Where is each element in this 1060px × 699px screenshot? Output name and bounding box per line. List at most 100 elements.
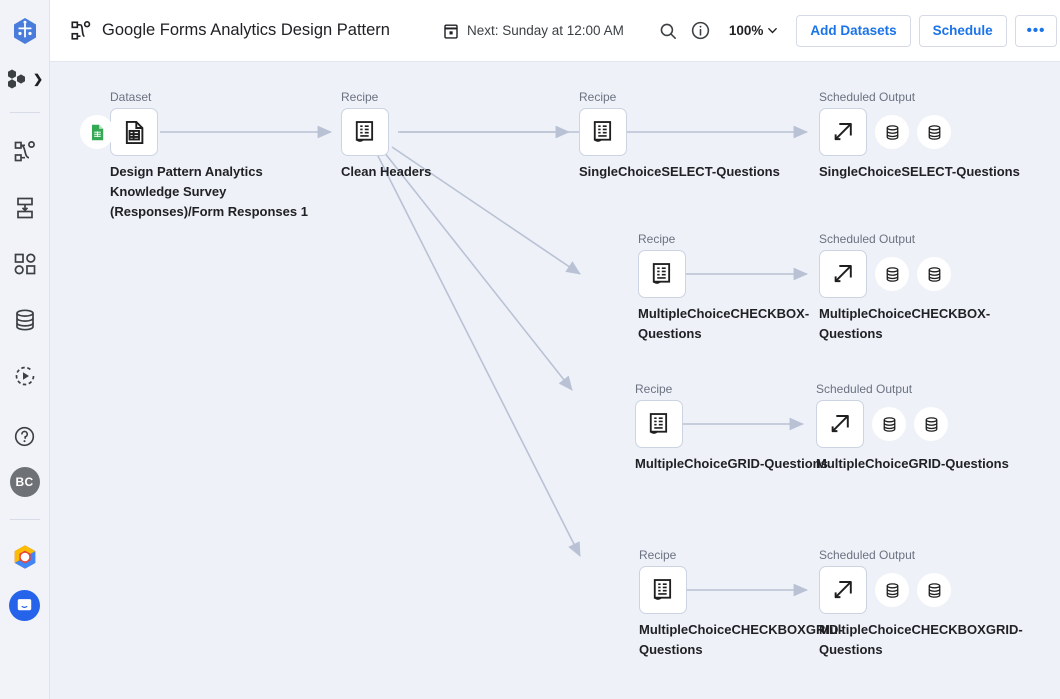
google-cloud-logo xyxy=(14,545,35,569)
search-icon[interactable] xyxy=(658,16,678,46)
node-recipe-1[interactable]: Recipe SingleChoiceSELECT-Questions xyxy=(579,90,809,182)
node-type-label: Scheduled Output xyxy=(819,90,916,104)
node-type-label: Recipe xyxy=(635,382,673,396)
chevron-right-icon: ❯ xyxy=(32,72,44,86)
node-type-label: Scheduled Output xyxy=(819,232,916,246)
rail-divider-top xyxy=(9,112,40,113)
node-type-label: Recipe xyxy=(639,548,677,562)
output-node-box[interactable] xyxy=(816,400,864,448)
output-node-box[interactable] xyxy=(819,250,867,298)
flow-edges xyxy=(160,125,808,597)
info-icon[interactable] xyxy=(690,16,711,46)
main-area: Google Forms Analytics Design Pattern Ne… xyxy=(50,0,1060,699)
help-icon xyxy=(14,426,35,446)
node-type-label: Recipe xyxy=(341,90,379,104)
add-datasets-button[interactable]: Add Datasets xyxy=(796,14,911,47)
top-toolbar: Google Forms Analytics Design Pattern Ne… xyxy=(50,0,1060,62)
recipe-icon xyxy=(593,121,612,142)
database-icon[interactable] xyxy=(917,115,951,149)
zoom-level-label: 100% xyxy=(728,23,764,38)
node-title: SingleChoiceSELECT-Questions xyxy=(819,164,1020,179)
flow-icon xyxy=(70,20,92,42)
rail-divider-bottom xyxy=(9,519,40,520)
node-recipe-2[interactable]: Recipe MultipleChoiceCHECKBOX-Questions xyxy=(638,232,843,344)
database-icon[interactable] xyxy=(872,407,906,441)
node-output-1[interactable]: Scheduled Output xyxy=(819,90,1024,182)
output-arrow-icon xyxy=(834,581,852,599)
node-title: MultipleChoiceCHECKBOX-Questions xyxy=(638,306,810,341)
job-history-icon xyxy=(15,366,34,386)
node-output-4[interactable]: Scheduled Output xyxy=(819,548,1024,660)
database-icon[interactable] xyxy=(875,573,909,607)
flow-canvas[interactable]: Dataset xyxy=(50,62,1060,699)
node-title: MultipleChoiceGRID-Questions xyxy=(635,456,828,471)
database-icon[interactable] xyxy=(875,257,909,291)
node-output-3[interactable]: Scheduled Output xyxy=(816,382,1021,474)
products-icon xyxy=(7,69,25,89)
plans-icon xyxy=(14,253,35,275)
database-icon[interactable] xyxy=(917,257,951,291)
recipe-node-box[interactable] xyxy=(638,250,686,298)
node-recipe-4[interactable]: Recipe MultipleChoiceCHECKBOXGRID-Questi… xyxy=(639,548,844,660)
google-sheets-icon xyxy=(80,115,114,149)
products-switcher[interactable]: ❯ xyxy=(6,68,43,90)
output-arrow-icon xyxy=(834,265,852,283)
recipe-node-box[interactable] xyxy=(635,400,683,448)
node-type-label: Scheduled Output xyxy=(816,382,913,396)
more-options-button[interactable]: ••• xyxy=(1014,14,1058,47)
node-title: Design Pattern Analytics Knowledge Surve… xyxy=(110,164,308,219)
sidebar-item-import-data[interactable] xyxy=(8,191,42,225)
output-node-box[interactable] xyxy=(819,108,867,156)
sidebar-item-connections[interactable] xyxy=(8,303,42,337)
page-title: Google Forms Analytics Design Pattern xyxy=(102,21,390,39)
node-title: MultipleChoiceCHECKBOXGRID-Questions xyxy=(639,622,843,657)
node-recipe-3[interactable]: Recipe MultipleChoiceGRID-Questions xyxy=(635,382,845,474)
dataprep-logo-icon[interactable] xyxy=(8,14,42,48)
output-arrow-icon xyxy=(834,123,852,141)
node-output-2[interactable]: Scheduled Output xyxy=(819,232,1024,344)
recipe-icon xyxy=(653,579,672,600)
support-chat-icon[interactable] xyxy=(9,590,40,621)
flows-icon xyxy=(14,141,35,162)
database-icon[interactable] xyxy=(914,407,948,441)
sidebar-item-jobs[interactable] xyxy=(8,359,42,393)
node-dataset[interactable]: Dataset xyxy=(80,90,325,222)
recipe-node-box[interactable] xyxy=(579,108,627,156)
recipe-icon xyxy=(649,413,668,434)
import-data-icon xyxy=(16,197,33,219)
node-type-label: Dataset xyxy=(110,90,152,104)
node-type-label: Recipe xyxy=(638,232,676,246)
node-title: MultipleChoiceGRID-Questions xyxy=(816,456,1009,471)
database-icon xyxy=(15,309,34,331)
node-title: Clean Headers xyxy=(341,164,432,179)
node-recipe-clean-headers[interactable]: Recipe Clean Headers xyxy=(341,90,481,182)
node-type-label: Scheduled Output xyxy=(819,548,916,562)
dataset-node-box[interactable] xyxy=(110,108,158,156)
recipe-icon xyxy=(652,263,671,284)
node-title: MultipleChoiceCHECKBOXGRID-Questions xyxy=(819,622,1023,657)
schedule-status[interactable]: Next: Sunday at 12:00 AM xyxy=(442,22,624,40)
database-icon[interactable] xyxy=(917,573,951,607)
output-node-box[interactable] xyxy=(819,566,867,614)
avatar[interactable]: BC xyxy=(9,467,40,497)
schedule-text: Next: Sunday at 12:00 AM xyxy=(466,23,624,38)
recipe-icon xyxy=(355,121,374,142)
node-title: SingleChoiceSELECT-Questions xyxy=(579,164,780,179)
recipe-node-box[interactable] xyxy=(639,566,687,614)
schedule-button[interactable]: Schedule xyxy=(918,14,1007,47)
sidebar-item-flows[interactable] xyxy=(8,135,42,169)
sidebar-item-help[interactable] xyxy=(8,419,42,453)
left-nav-rail: ❯ xyxy=(0,0,50,699)
output-arrow-icon xyxy=(831,415,849,433)
zoom-control[interactable]: 100% xyxy=(729,23,779,38)
calendar-icon xyxy=(444,23,458,39)
sidebar-item-plans[interactable] xyxy=(8,247,42,281)
dataset-table-icon xyxy=(125,120,143,144)
recipe-node-box[interactable] xyxy=(341,108,389,156)
node-type-label: Recipe xyxy=(579,90,617,104)
node-title: MultipleChoiceCHECKBOX-Questions xyxy=(819,306,991,341)
database-icon[interactable] xyxy=(875,115,909,149)
google-cloud-icon[interactable] xyxy=(8,540,42,574)
chat-bubble-icon xyxy=(17,599,32,611)
